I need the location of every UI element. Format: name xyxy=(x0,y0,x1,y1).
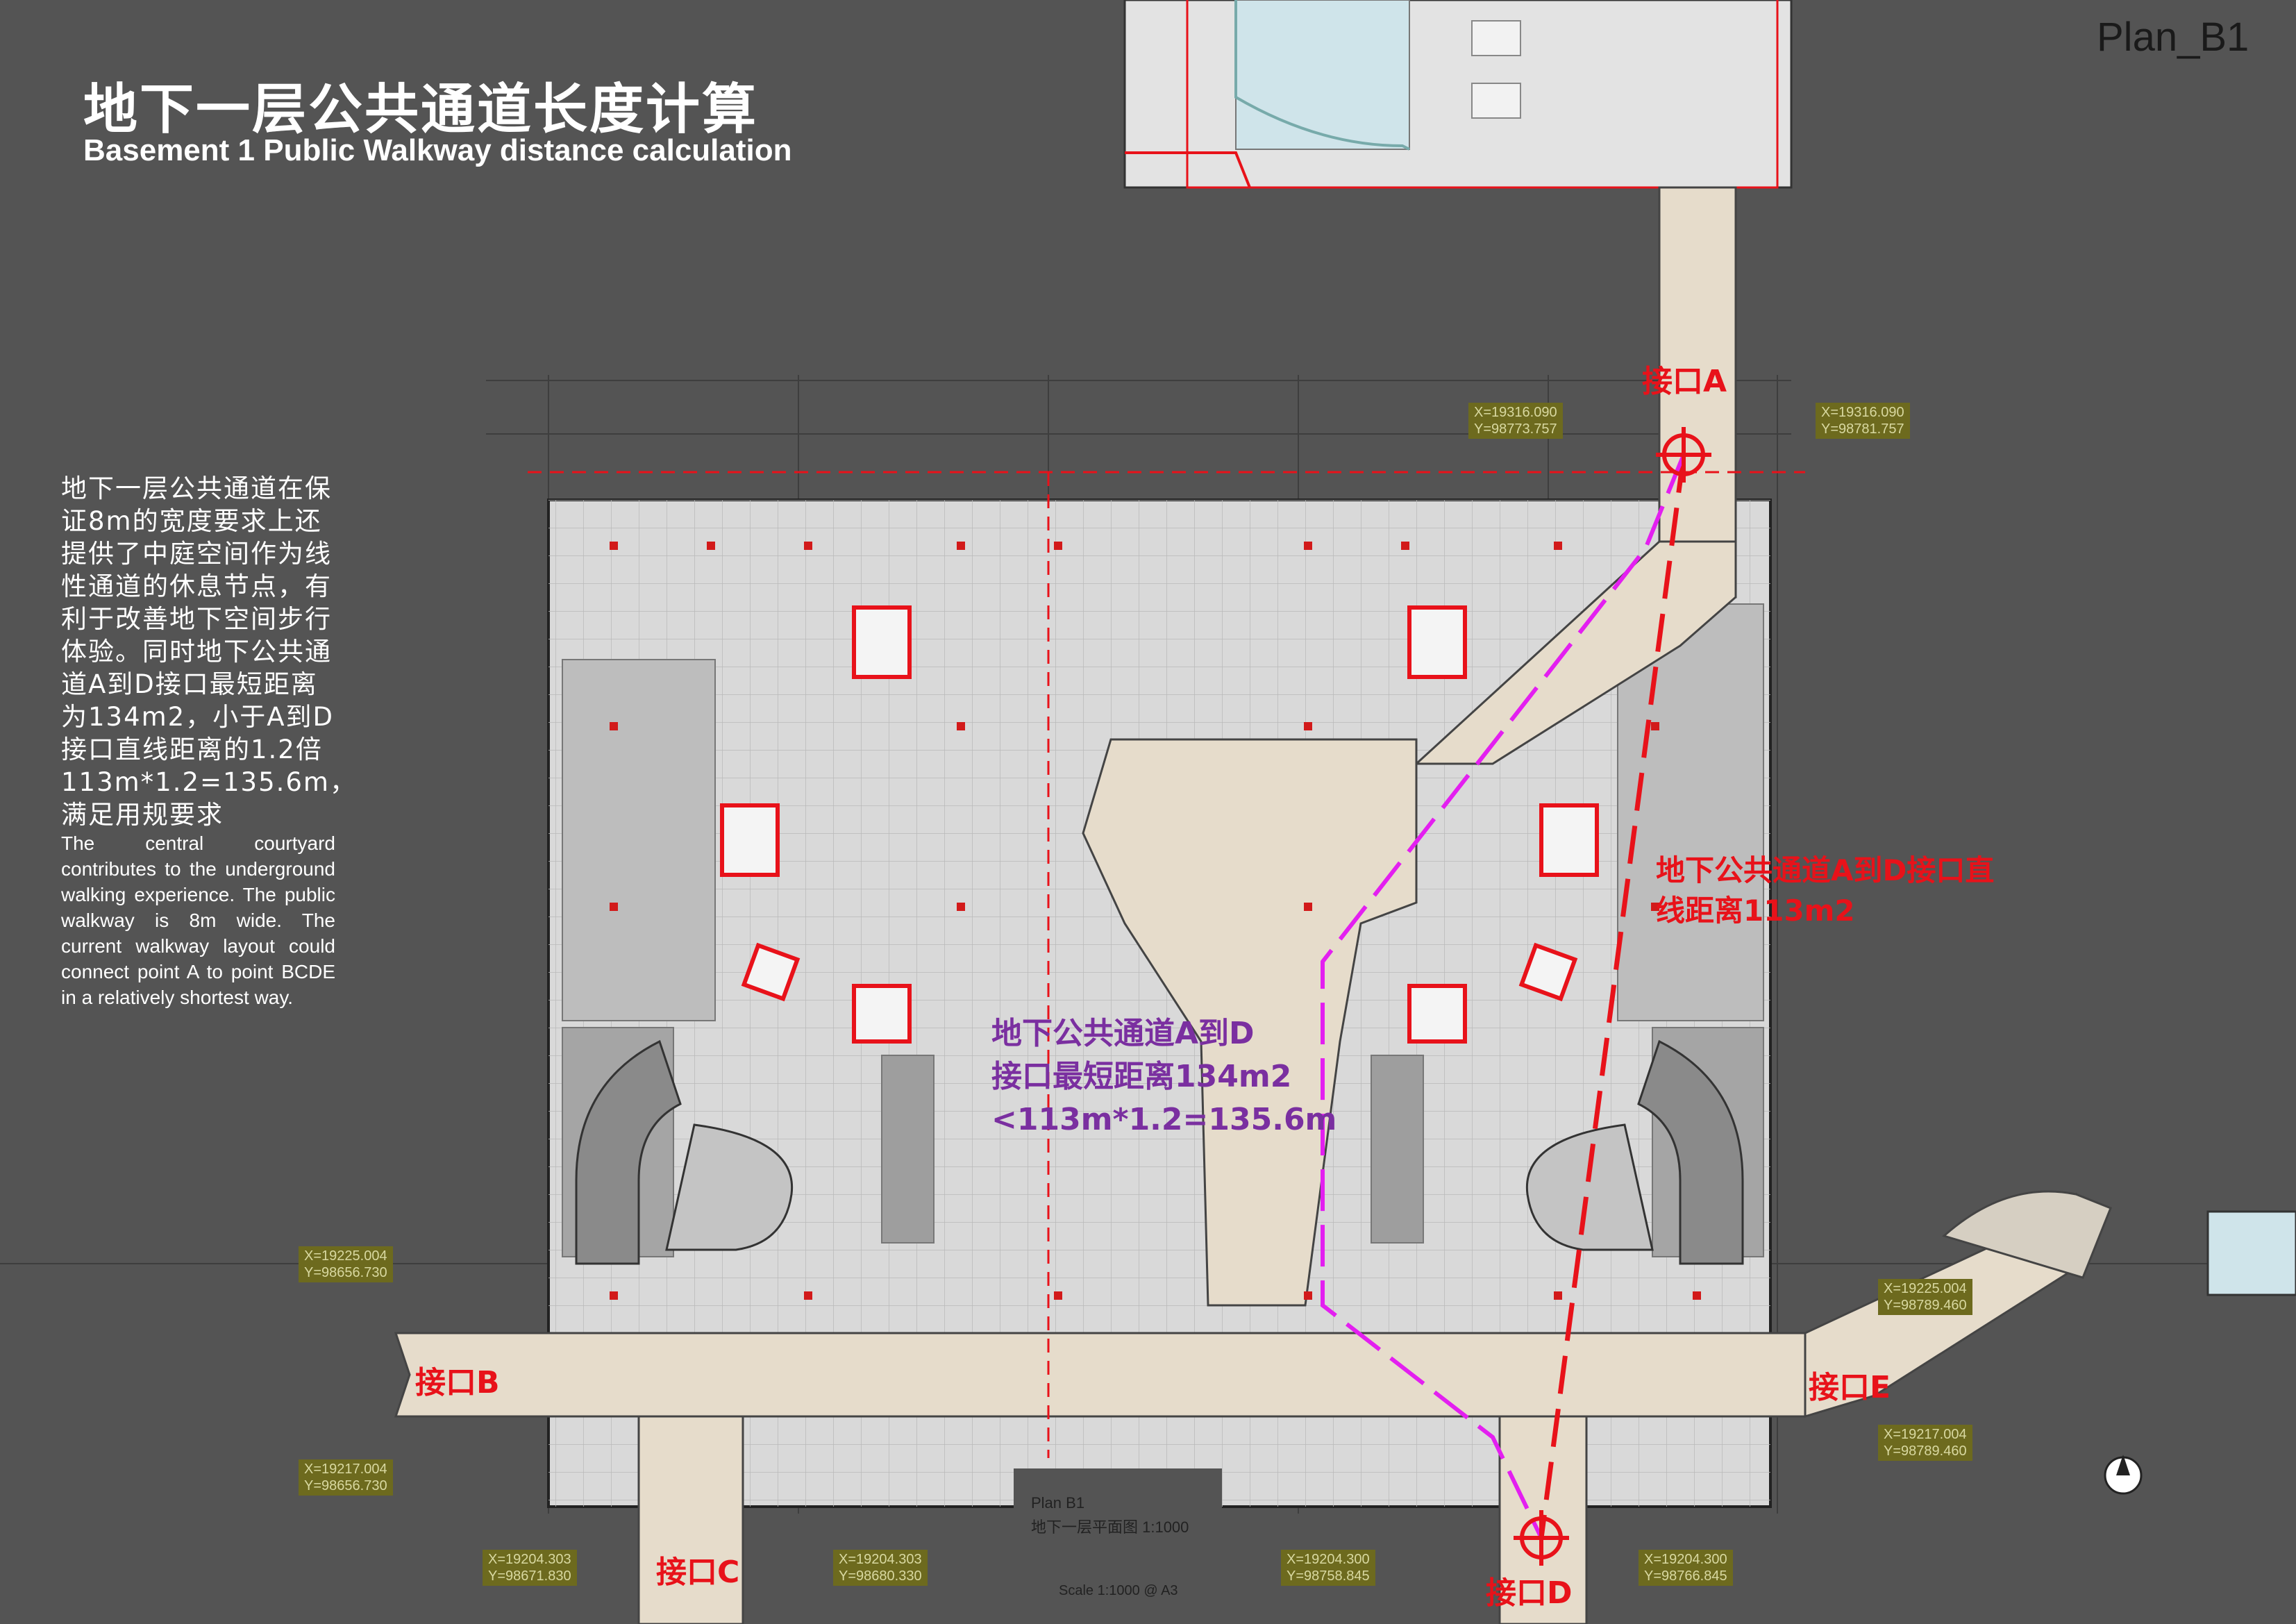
connector-a-label: 接口A xyxy=(1642,364,1727,399)
shortest-path-a-d xyxy=(1321,453,1686,1539)
coord-b-top: X=19225.004 Y=98656.730 xyxy=(299,1246,393,1282)
coord-e-top: X=19225.004 Y=98789.460 xyxy=(1878,1279,1972,1315)
connector-d-marker xyxy=(1514,1510,1569,1566)
atrium-walkway xyxy=(1082,738,1418,1307)
connector-d-label: 接口D xyxy=(1486,1575,1573,1611)
plan-scale: Scale 1:1000 @ A3 xyxy=(1059,1583,1178,1598)
coord-d-left: X=19204.300 Y=98758.845 xyxy=(1281,1550,1375,1586)
coord-a-left: X=19316.090 Y=98773.757 xyxy=(1468,403,1563,439)
walkway-north xyxy=(1658,186,1737,598)
column-markers xyxy=(610,542,1701,1300)
connector-e-label: 接口E xyxy=(1809,1370,1891,1405)
plan-subtitle: 地下一层平面图 1:1000 xyxy=(1031,1518,1189,1536)
coord-b-bottom: X=19217.004 Y=98656.730 xyxy=(299,1459,393,1496)
page-title: 地下一层公共通道长度计算 xyxy=(83,78,759,141)
plan-name: Plan B1 xyxy=(1031,1494,1085,1512)
connector-b-label: 接口B xyxy=(415,1365,500,1400)
curved-ramps xyxy=(575,1039,1744,1265)
coord-d-right: X=19204.300 Y=98766.845 xyxy=(1639,1550,1733,1586)
walkway-south-c xyxy=(637,1415,744,1624)
connector-c-label: 接口C xyxy=(656,1555,740,1590)
building-cores xyxy=(720,605,1599,1044)
north-arrow-icon xyxy=(2104,1455,2143,1495)
coord-a-right: X=19316.090 Y=98781.757 xyxy=(1816,403,1910,439)
description-cn: 地下一层公共通道在保证8m的宽度要求上还提供了中庭空间作为线性通道的休息节点，有… xyxy=(61,474,357,830)
coord-e-bottom: X=19217.004 Y=98789.460 xyxy=(1878,1425,1972,1461)
straight-distance-note: 地下公共通道A到D接口直 线距离113m2 xyxy=(1656,853,1995,928)
straight-path-a-d xyxy=(1539,454,1686,1539)
walkway-south-d xyxy=(1498,1415,1588,1624)
connector-a-marker xyxy=(1656,427,1711,483)
plan-tag: Plan_B1 xyxy=(2097,15,2249,60)
coord-c-left: X=19204.303 Y=98671.830 xyxy=(483,1550,577,1586)
walkway-east-west xyxy=(394,1332,1807,1418)
north-building xyxy=(1123,0,1793,189)
description-en: The central courtyard contributes to the… xyxy=(61,832,335,1008)
coord-c-right: X=19204.303 Y=98680.330 xyxy=(833,1550,928,1586)
shortest-distance-note: 地下公共通道A到D 接口最短距离134m2 <113m*1.2=135.6m xyxy=(991,1016,1337,1137)
page-subtitle: Basement 1 Public Walkway distance calcu… xyxy=(83,133,792,167)
